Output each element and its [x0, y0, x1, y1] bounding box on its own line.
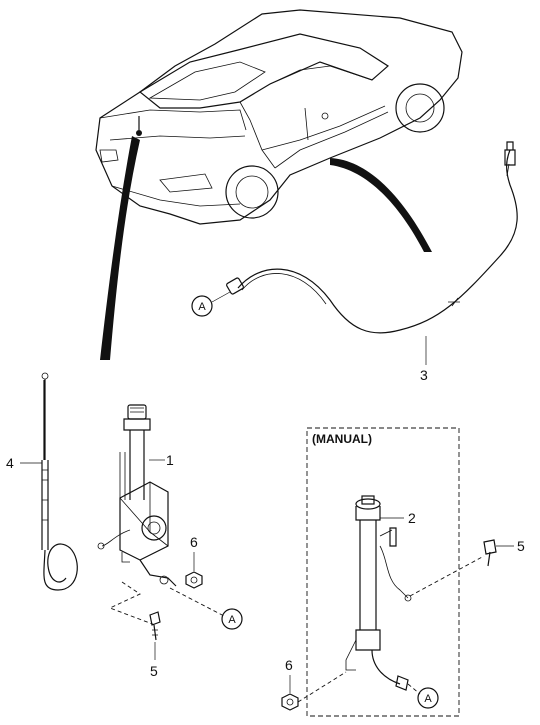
manual-label: (MANUAL)	[312, 432, 372, 446]
bolt-left	[149, 611, 161, 641]
callout-6-left: 6	[190, 534, 198, 550]
ref-a-mast: A	[221, 608, 243, 630]
ref-a-manual: A	[417, 687, 439, 709]
callout-1: 1	[166, 452, 174, 468]
callout-6-right: 6	[285, 657, 293, 673]
antenna-motor-assembly	[97, 404, 177, 587]
nut-left	[185, 571, 203, 589]
callout-5-left: 5	[150, 663, 158, 679]
svg-text:A: A	[424, 693, 432, 705]
pointer-arrow-cable	[330, 158, 432, 252]
pointer-arrow-antenna	[100, 136, 140, 360]
manual-antenna-assembly	[345, 495, 412, 691]
manual-variant-box	[306, 427, 460, 717]
nut-right	[281, 693, 299, 711]
bolt-right	[483, 539, 497, 567]
callout-5-right: 5	[517, 538, 525, 554]
callout-2: 2	[408, 510, 416, 526]
callout-3: 3	[420, 367, 428, 383]
svg-text:A: A	[198, 301, 206, 313]
ref-a-cable: A	[191, 291, 231, 317]
antenna-mast	[41, 372, 78, 591]
car-illustration	[95, 9, 463, 225]
svg-text:A: A	[228, 614, 236, 626]
callout-4: 4	[6, 455, 14, 471]
feeder-cable	[226, 141, 518, 334]
